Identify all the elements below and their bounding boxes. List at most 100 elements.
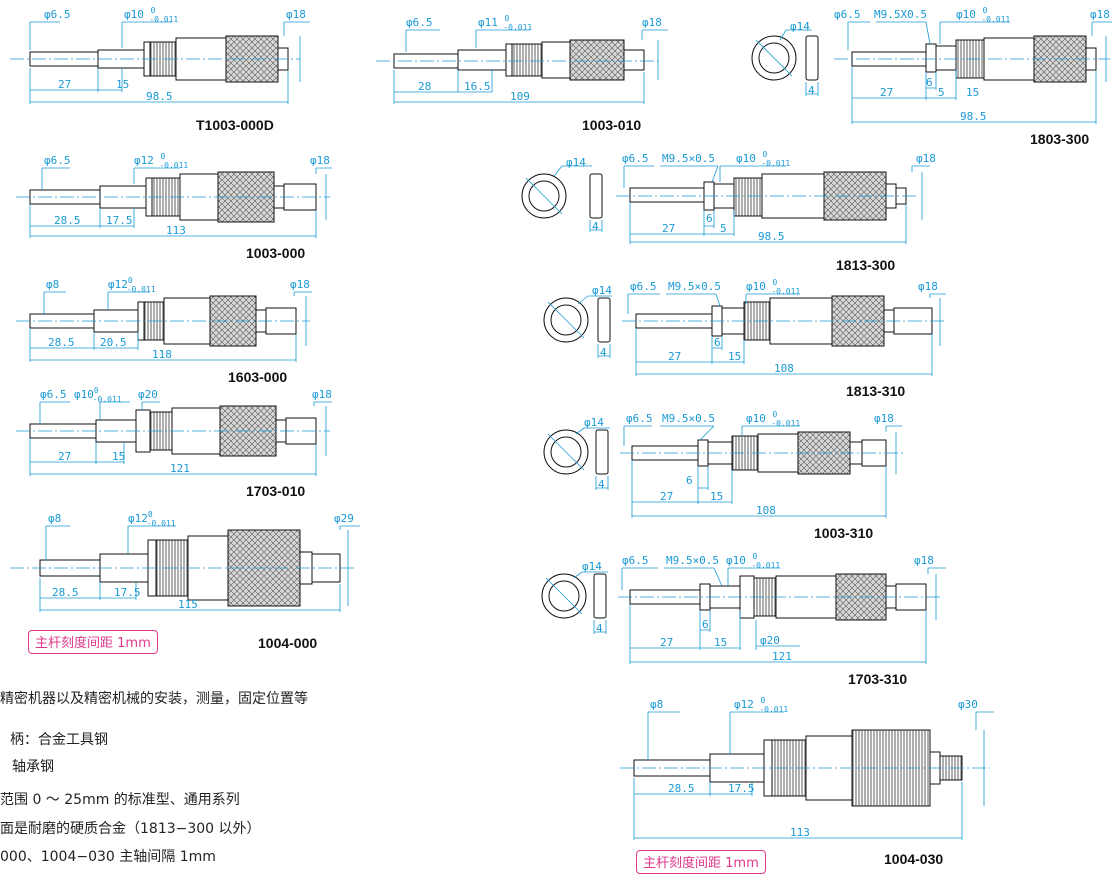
drawing-1603-000-label-0: φ8 bbox=[46, 278, 59, 291]
drawing-1813-310-label-1: 4 bbox=[600, 346, 607, 359]
body-line-5: 面是耐磨的硬质合金（1813−300 以外） bbox=[0, 821, 261, 837]
drawing-1703-310-label-10: 121 bbox=[772, 650, 792, 663]
drawing-1703-010-label-4: 27 bbox=[58, 450, 71, 463]
drawing-1813-300-label-1: 4 bbox=[592, 220, 599, 233]
drawing-1003-000-model: 1003-000 bbox=[246, 245, 305, 261]
svg-text:φ10 0-0.011: φ10 0-0.011 bbox=[746, 278, 800, 296]
drawing-1703-310-label-9: φ20 bbox=[760, 634, 780, 647]
drawing-1803-300: φ14 4 φ6.5 M9.5X0.5 φ10 0-0.011 φ18 6 27… bbox=[751, 6, 1112, 147]
svg-text:φ100-0.011: φ100-0.011 bbox=[74, 386, 122, 404]
drawing-t1003-000d: φ6.5 φ10 0-0.011 φ18 27 15 98.5 T1003-00… bbox=[10, 6, 310, 133]
drawing-1004-030-label-0: φ8 bbox=[650, 698, 663, 711]
drawing-1803-300-label-6: 6 bbox=[926, 76, 933, 89]
drawing-1003-310-label-7: 27 bbox=[660, 490, 673, 503]
drawing-1004-000-label-5: 115 bbox=[178, 598, 198, 611]
drawing-1703-310-label-5: φ18 bbox=[914, 554, 934, 567]
drawing-1813-300-label-3: M9.5×0.5 bbox=[662, 152, 715, 165]
drawing-1004-030-model: 1004-030 bbox=[884, 851, 943, 867]
drawing-1813-300-label-9: 98.5 bbox=[758, 230, 785, 243]
drawing-t1003-000d-model: T1003-000D bbox=[196, 117, 274, 133]
drawing-1004-000-label-2: φ29 bbox=[334, 512, 354, 525]
drawing-1813-310-label-0: φ14 bbox=[592, 284, 612, 297]
drawing-1004-000-label-3: 28.5 bbox=[52, 586, 79, 599]
drawing-t1003-000d-label-4: 15 bbox=[116, 78, 129, 91]
drawing-1003-010-label-3: 28 bbox=[418, 80, 431, 93]
drawing-1813-300-model: 1813-300 bbox=[836, 257, 895, 273]
svg-text:φ10 0-0.011: φ10 0-0.011 bbox=[124, 6, 178, 24]
drawing-1004-030-label-4: 17.5 bbox=[728, 782, 755, 795]
drawing-1003-310-label-3: M9.5×0.5 bbox=[662, 412, 715, 425]
drawing-1003-000-label-2: φ18 bbox=[310, 154, 330, 167]
drawing-1004-000-label-0: φ8 bbox=[48, 512, 61, 525]
drawing-1813-300-label-7: 27 bbox=[662, 222, 675, 235]
scale-spacing-tag-2: 主杆刻度间距 1mm bbox=[636, 850, 766, 874]
drawing-1803-300-label-9: 15 bbox=[966, 86, 979, 99]
drawing-1813-310-label-2: φ6.5 bbox=[630, 280, 657, 293]
drawing-1603-000-label-4: 20.5 bbox=[100, 336, 127, 349]
drawing-1703-010-label-2: φ20 bbox=[138, 388, 158, 401]
drawing-1703-310: φ14 4 φ6.5 M9.5×0.5 φ10 0-0.011 φ18 6 27… bbox=[541, 552, 946, 687]
drawing-1803-300-label-5: φ18 bbox=[1090, 8, 1110, 21]
drawing-1003-310: φ14 4 φ6.5 M9.5×0.5 φ10 0-0.011 φ18 6 27… bbox=[543, 410, 904, 541]
drawing-1803-300-label-10: 98.5 bbox=[960, 110, 987, 123]
body-line-1: 精密机器以及精密机械的安装，测量，固定位置等 bbox=[0, 691, 308, 707]
svg-text:φ12 0-0.011: φ12 0-0.011 bbox=[734, 696, 788, 714]
drawing-1803-300-label-1: 4 bbox=[808, 84, 815, 97]
svg-text:φ10 0-0.011: φ10 0-0.011 bbox=[956, 6, 1010, 24]
drawing-1813-310-label-8: 15 bbox=[728, 350, 741, 363]
drawing-1003-000: φ6.5 φ12 0-0.011 φ18 28.5 17.5 113 1003-… bbox=[16, 152, 332, 261]
svg-text:φ10 0-0.011: φ10 0-0.011 bbox=[746, 410, 800, 428]
drawing-1813-300: φ14 4 φ6.5 M9.5×0.5 φ10 0-0.011 φ18 6 27… bbox=[521, 150, 936, 273]
drawing-1603-000: φ8 φ120-0.011 φ18 28.5 20.5 118 1603-000 bbox=[16, 276, 312, 385]
drawing-1813-310-label-6: 6 bbox=[714, 336, 721, 349]
drawing-1003-310-label-1: 4 bbox=[598, 478, 605, 491]
drawing-t1003-000d-label-2: φ18 bbox=[286, 8, 306, 21]
scale-spacing-tag-1: 主杆刻度间距 1mm bbox=[28, 630, 158, 654]
drawing-1813-310-label-9: 108 bbox=[774, 362, 794, 375]
drawing-1703-310-label-3: M9.5×0.5 bbox=[666, 554, 719, 567]
drawing-1004-000-label-4: 17.5 bbox=[114, 586, 141, 599]
drawing-1703-010: φ6.5 φ100-0.011 φ20 φ18 27 15 121 1703-0… bbox=[16, 386, 332, 499]
drawing-1703-010-label-3: φ18 bbox=[312, 388, 332, 401]
svg-text:φ11 0-0.011: φ11 0-0.011 bbox=[478, 14, 532, 32]
drawing-1703-010-label-5: 15 bbox=[112, 450, 125, 463]
drawing-1004-000-model: 1004-000 bbox=[258, 635, 317, 651]
drawing-1803-300-label-2: φ6.5 bbox=[834, 8, 861, 21]
drawing-1004-030-label-5: 113 bbox=[790, 826, 810, 839]
drawing-1703-010-label-0: φ6.5 bbox=[40, 388, 67, 401]
svg-text:φ12 0-0.011: φ12 0-0.011 bbox=[134, 152, 188, 170]
drawing-t1003-000d-label-3: 27 bbox=[58, 78, 71, 91]
drawing-1813-300-label-5: φ18 bbox=[916, 152, 936, 165]
drawing-1003-000-label-5: 113 bbox=[166, 224, 186, 237]
drawing-1803-300-label-3: M9.5X0.5 bbox=[874, 8, 927, 21]
drawing-1003-010-label-0: φ6.5 bbox=[406, 16, 433, 29]
svg-text:φ10 0-0.011: φ10 0-0.011 bbox=[726, 552, 780, 570]
drawing-1813-300-label-2: φ6.5 bbox=[622, 152, 649, 165]
drawing-1813-310-model: 1813-310 bbox=[846, 383, 905, 399]
body-line-4: 范围 0 ～ 25mm 的标准型、通用系列 bbox=[0, 792, 240, 808]
drawing-1703-010-model: 1703-010 bbox=[246, 483, 305, 499]
svg-text:φ10 0-0.011: φ10 0-0.011 bbox=[736, 150, 790, 168]
drawing-1003-010-label-2: φ18 bbox=[642, 16, 662, 29]
drawing-1813-310-label-3: M9.5×0.5 bbox=[668, 280, 721, 293]
body-line-2: 柄：合金工具钢 bbox=[10, 732, 108, 748]
drawing-1813-300-label-6: 6 bbox=[706, 212, 713, 225]
drawing-1813-310: φ14 4 φ6.5 M9.5×0.5 φ10 0-0.011 φ18 6 27… bbox=[543, 278, 946, 399]
drawing-1603-000-label-3: 28.5 bbox=[48, 336, 75, 349]
drawing-t1003-000d-label-0: φ6.5 bbox=[44, 8, 71, 21]
drawing-1003-310-label-0: φ14 bbox=[584, 416, 604, 429]
drawing-1603-000-label-5: 118 bbox=[152, 348, 172, 361]
drawing-1703-310-label-0: φ14 bbox=[582, 560, 602, 573]
drawing-1004-000: φ8 φ120-0.011 φ29 28.5 17.5 115 1004-000 bbox=[10, 510, 360, 651]
drawing-1703-010-label-6: 121 bbox=[170, 462, 190, 475]
drawing-1813-300-label-0: φ14 bbox=[566, 156, 586, 169]
drawing-1703-310-label-6: 6 bbox=[702, 618, 709, 631]
drawing-1813-310-label-7: 27 bbox=[668, 350, 681, 363]
drawing-1803-300-label-7: 27 bbox=[880, 86, 893, 99]
drawing-1703-310-label-8: 15 bbox=[714, 636, 727, 649]
drawing-1003-010-label-5: 109 bbox=[510, 90, 530, 103]
drawing-1803-300-model: 1803-300 bbox=[1030, 131, 1089, 147]
drawing-1003-310-label-5: φ18 bbox=[874, 412, 894, 425]
drawing-1004-030-label-3: 28.5 bbox=[668, 782, 695, 795]
